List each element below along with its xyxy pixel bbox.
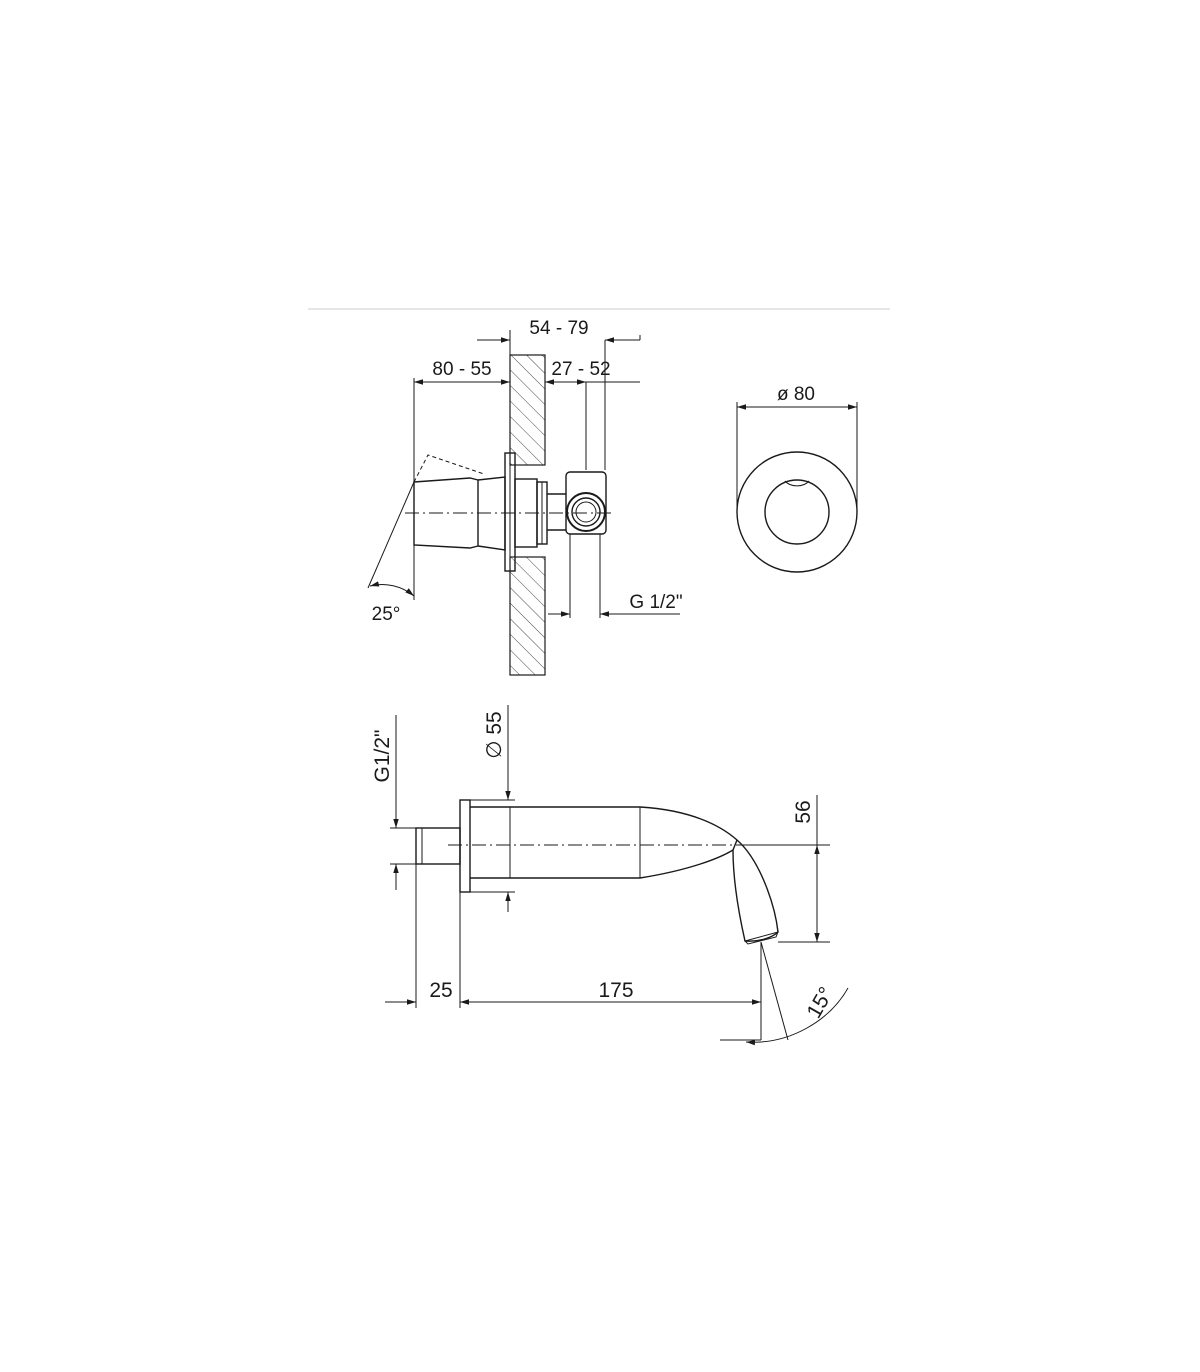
rosette-outer [736, 451, 858, 573]
dim-handle-range: 80 - 55 [432, 359, 491, 380]
dim-spout-height: 56 [792, 800, 815, 823]
dim-body-range: 27 - 52 [551, 359, 610, 380]
inlet-fitting [565, 471, 607, 535]
dim-thread: G 1/2" [629, 592, 682, 613]
rosette-front-view: ø 80 [736, 384, 858, 573]
dim-spout-thread: G1/2" [371, 730, 394, 783]
dim-rosette-diameter: ø 80 [777, 384, 815, 405]
spout-inlet-thread [415, 827, 461, 865]
mixer-side-view: 54 - 79 80 - 55 27 - 52 G 1/2" 25° [367, 318, 683, 676]
rosette-inner [764, 479, 830, 545]
spout-flange [459, 799, 471, 893]
angle-15: 15° [802, 983, 838, 1022]
handle-neck [477, 476, 506, 551]
inlet-inner-ring [571, 497, 601, 527]
wall-upper-section [509, 354, 546, 466]
wall-lower-section [509, 556, 546, 676]
dim-flange-diameter: ∅ 55 [483, 711, 506, 759]
angle-25: 25° [372, 604, 401, 625]
dim-wall-range: 54 - 79 [529, 318, 588, 339]
spout-side-view: G1/2" ∅ 55 56 25 175 15° [371, 705, 849, 1046]
dim-projection: 175 [598, 979, 633, 1002]
dim-inlet-length: 25 [429, 979, 452, 1002]
handle-rotated-dashed [413, 454, 485, 483]
spout-body [470, 806, 779, 942]
inlet-outer-ring [566, 492, 606, 532]
